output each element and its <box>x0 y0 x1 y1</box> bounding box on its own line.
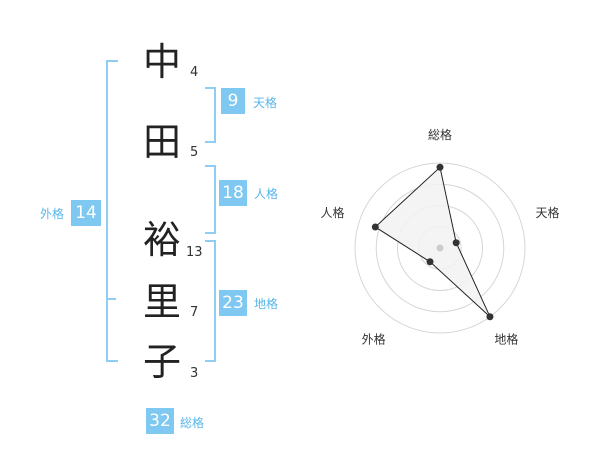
radar-axis-label-2: 天格 <box>535 205 559 220</box>
name-char-4: 里 <box>142 280 181 324</box>
tenkaku-label: 天格 <box>253 96 278 110</box>
radar-axis-label-3: 地格 <box>494 331 518 346</box>
gaikaku-value: 14 <box>71 200 101 226</box>
stroke-count-2: 5 <box>190 145 199 160</box>
radar-axis-label-1: 総格 <box>428 127 452 142</box>
tenkaku-bracket <box>205 87 216 143</box>
name-char-5: 子 <box>142 340 181 384</box>
radar-data-polygon <box>374 166 491 318</box>
radar-axis-label-4: 外格 <box>362 331 386 346</box>
stroke-count-3: 13 <box>186 245 203 260</box>
radar-point-3 <box>486 313 494 321</box>
name-char-1: 中 <box>142 40 181 84</box>
name-char-2: 田 <box>142 120 181 164</box>
radar-point-2 <box>452 239 460 247</box>
jinkaku-value: 18 <box>219 180 247 206</box>
name-char-3: 裕 <box>142 218 181 262</box>
radar-point-4 <box>426 258 434 266</box>
radar-center-dot <box>436 244 444 252</box>
jinkaku-bracket <box>205 165 216 234</box>
gaikaku-bracket-mid <box>106 298 116 300</box>
chikaku-value: 23 <box>219 290 247 316</box>
chikaku-label: 地格 <box>254 297 279 311</box>
radar-point-1 <box>436 163 444 171</box>
stroke-count-4: 7 <box>190 305 199 320</box>
tenkaku-value: 9 <box>221 88 245 114</box>
soukaku-value: 32 <box>146 408 174 434</box>
gaikaku-label: 外格 <box>40 207 65 221</box>
chikaku-bracket <box>205 240 216 362</box>
soukaku-label: 総格 <box>180 416 205 430</box>
radar-point-5 <box>371 223 379 231</box>
gaikaku-bracket <box>106 60 118 362</box>
radar-axis-label-5: 人格 <box>320 205 344 220</box>
stroke-count-1: 4 <box>190 65 199 80</box>
jinkaku-label: 人格 <box>254 187 279 201</box>
stroke-count-5: 3 <box>190 366 199 381</box>
